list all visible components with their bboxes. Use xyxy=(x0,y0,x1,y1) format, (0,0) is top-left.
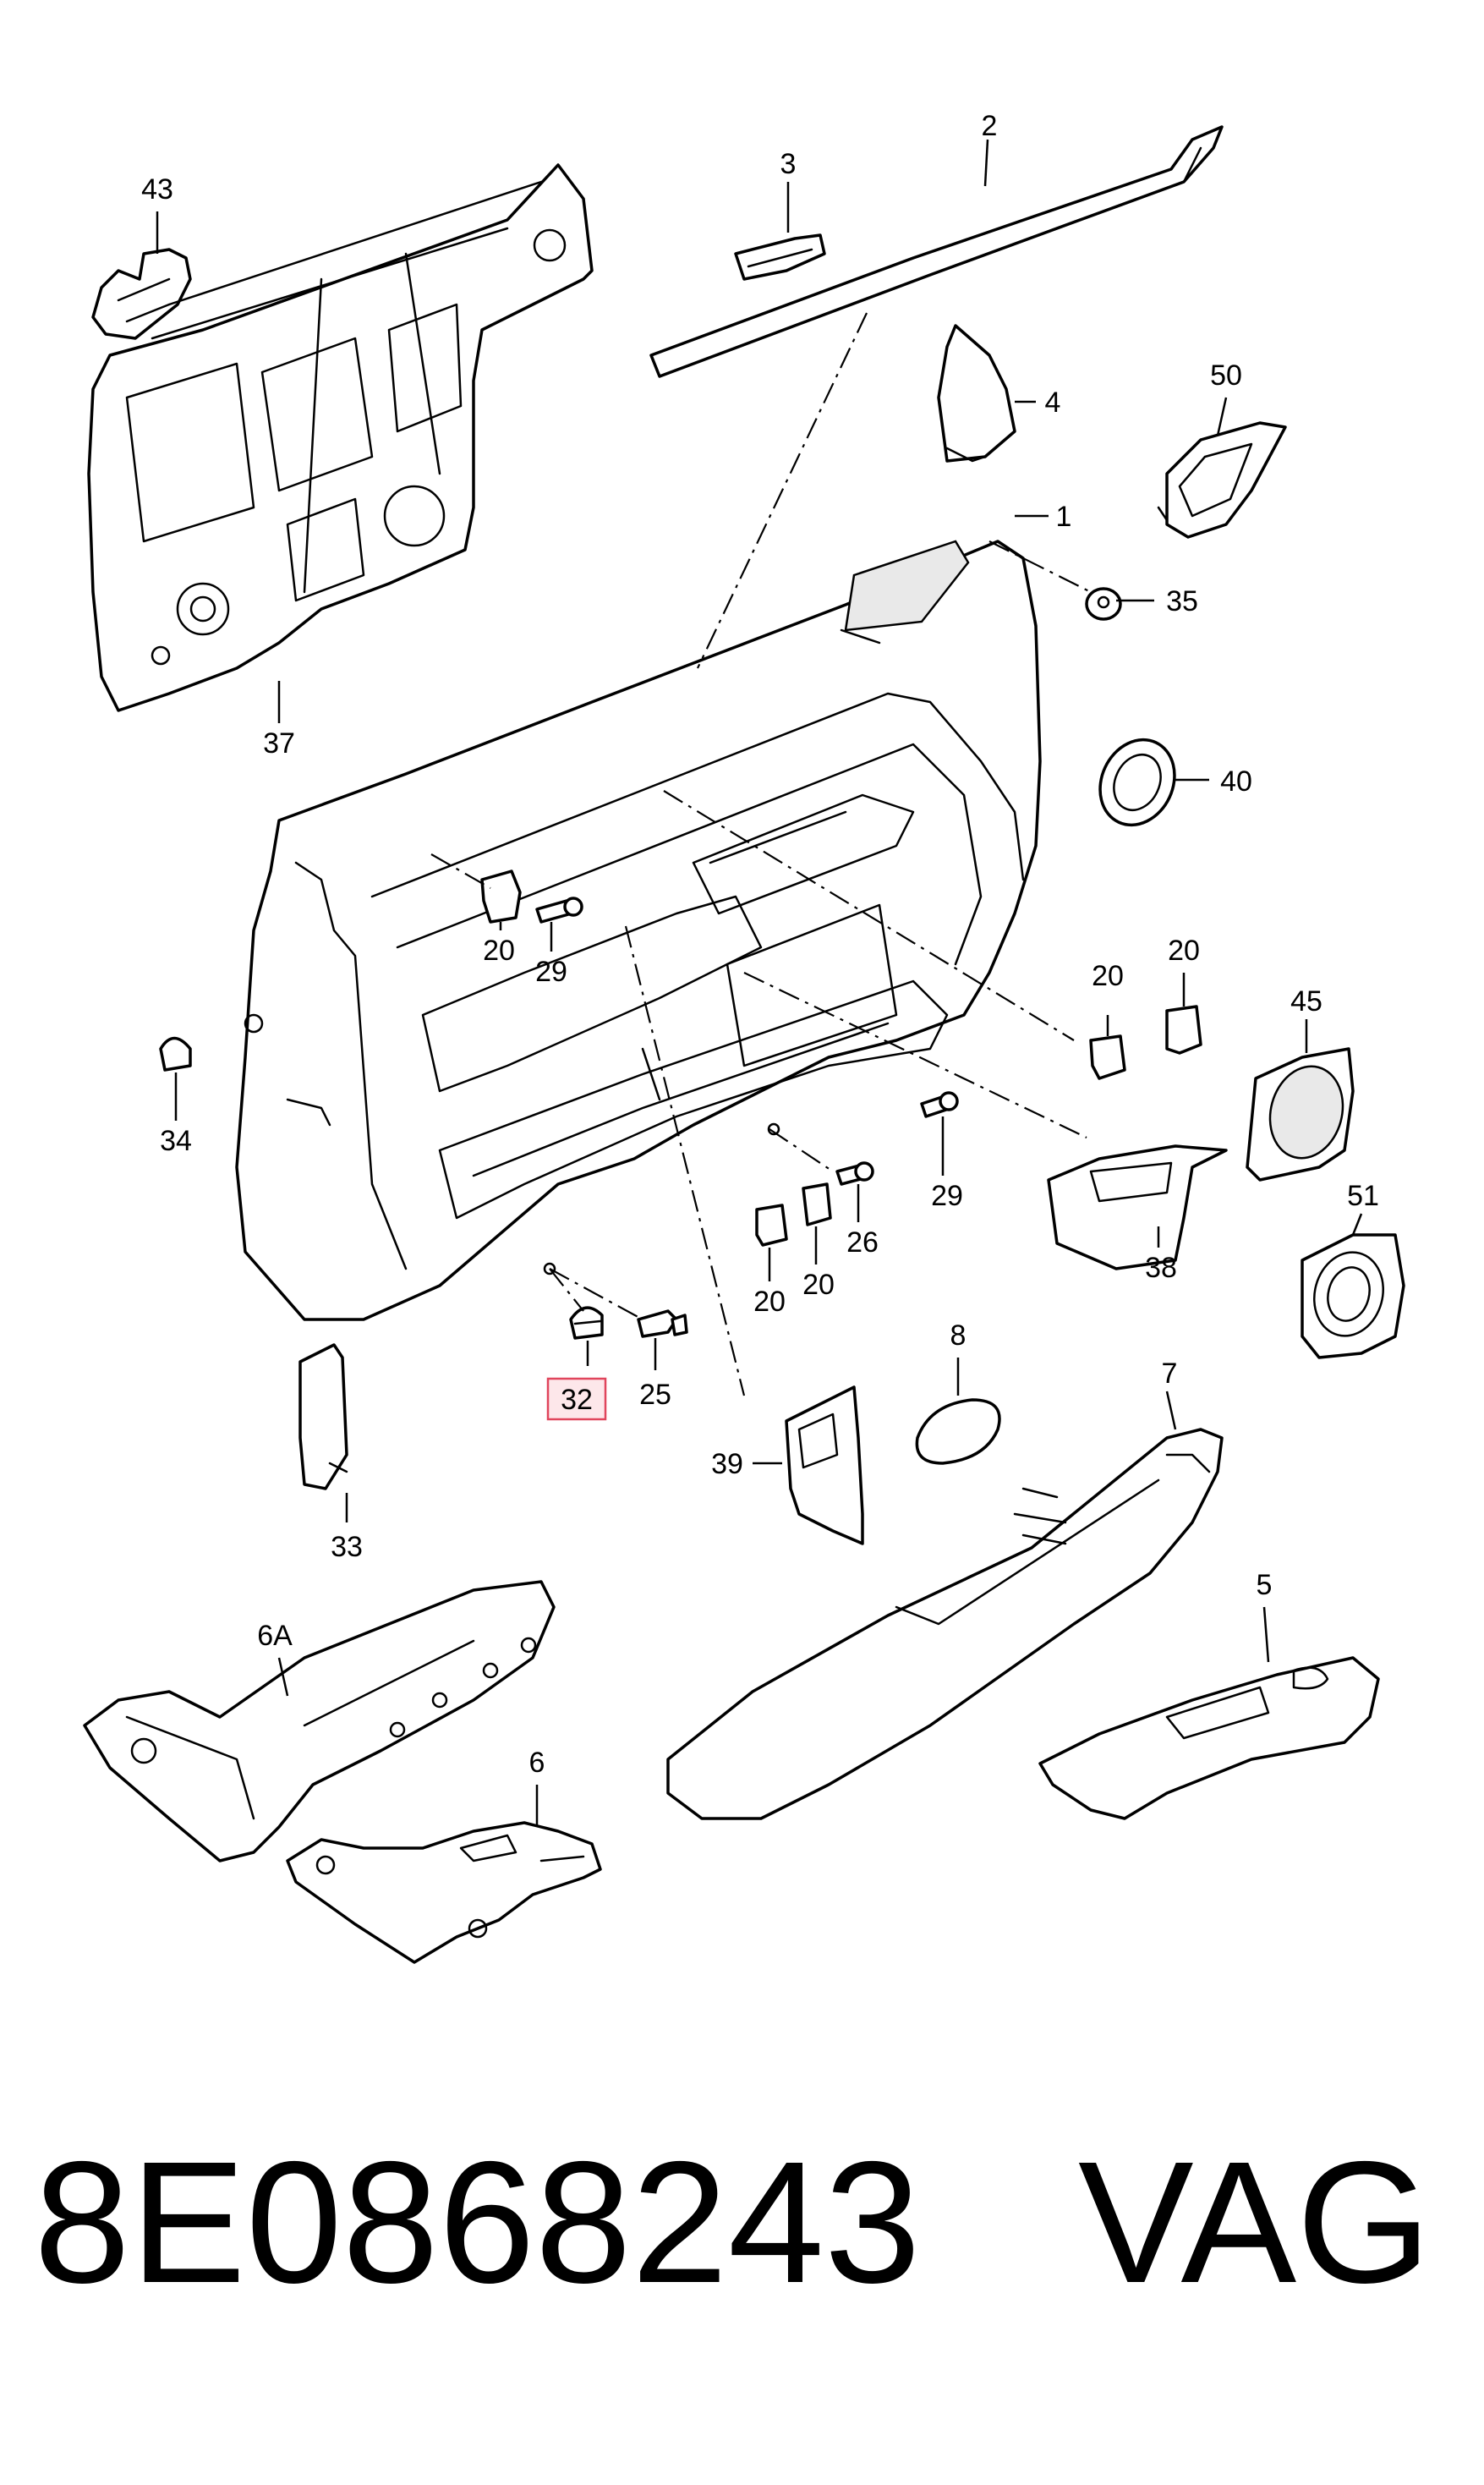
part-8-oval-cover xyxy=(915,1398,1001,1465)
part-number: 8E0868243 xyxy=(34,2126,921,2319)
label-4: 4 xyxy=(1045,387,1061,419)
part-5-switch-panel xyxy=(1038,1656,1380,1820)
part-50-cover xyxy=(1157,421,1287,539)
part-6a-pull-bracket xyxy=(83,1580,556,1862)
label-39: 39 xyxy=(711,1448,743,1480)
label-20-c: 20 xyxy=(1168,935,1200,967)
label-50: 50 xyxy=(1210,359,1242,392)
part-32-clip xyxy=(569,1306,604,1340)
label-8: 8 xyxy=(950,1319,967,1352)
part-39-bracket xyxy=(785,1385,864,1545)
part-20-clip-a xyxy=(480,869,522,924)
label-32: 32 xyxy=(561,1384,593,1416)
label-38: 38 xyxy=(1145,1252,1177,1284)
part-1-door-panel xyxy=(235,540,1042,1321)
label-6a: 6A xyxy=(257,1620,293,1652)
label-33: 33 xyxy=(331,1531,363,1563)
part-25-push-clip xyxy=(637,1309,688,1338)
label-45: 45 xyxy=(1290,985,1322,1018)
part-20-clip-d xyxy=(755,1204,788,1247)
part-2-trim-strip xyxy=(649,125,1224,378)
label-25: 25 xyxy=(639,1379,671,1411)
alignment-lines xyxy=(430,312,1092,1396)
part-43-clip xyxy=(91,248,192,340)
label-7: 7 xyxy=(1162,1358,1178,1390)
part-29-screw-a xyxy=(535,897,583,924)
part-29-screw-b xyxy=(920,1091,959,1118)
part-34-plug xyxy=(159,1036,192,1072)
label-3: 3 xyxy=(780,148,797,180)
label-2: 2 xyxy=(982,110,998,142)
part-51-speaker xyxy=(1301,1233,1405,1359)
part-33-handle-insert xyxy=(298,1343,348,1490)
part-7-armrest xyxy=(666,1428,1224,1820)
label-29-b: 29 xyxy=(931,1180,963,1212)
label-40: 40 xyxy=(1220,765,1252,798)
brand-name: VAG xyxy=(1078,2126,1432,2319)
label-20-b: 20 xyxy=(1092,960,1124,992)
part-20-clip-e xyxy=(802,1182,832,1226)
label-5: 5 xyxy=(1257,1569,1273,1601)
label-20-d: 20 xyxy=(753,1286,786,1318)
label-35: 35 xyxy=(1166,585,1198,617)
label-6: 6 xyxy=(529,1747,545,1779)
callout-labels: 43 3 2 4 50 1 35 37 40 20 29 20 20 45 34… xyxy=(141,110,1379,1779)
part-35-clip xyxy=(1085,587,1122,621)
label-29-a: 29 xyxy=(535,956,567,988)
label-51: 51 xyxy=(1347,1180,1379,1212)
part-40-grommet xyxy=(1098,738,1176,827)
part-20-clip-c xyxy=(1165,1005,1202,1055)
part-20-clip-b xyxy=(1089,1034,1126,1080)
part-3-clip xyxy=(734,233,826,281)
label-20-e: 20 xyxy=(802,1269,835,1301)
label-34: 34 xyxy=(160,1125,192,1157)
part-45-speaker-grille xyxy=(1246,1047,1355,1182)
label-26: 26 xyxy=(846,1226,879,1259)
part-26-screw xyxy=(835,1161,874,1186)
part-6-lower-bracket xyxy=(286,1821,602,1964)
label-1: 1 xyxy=(1056,501,1072,533)
label-43: 43 xyxy=(141,173,173,206)
part-37-membrane xyxy=(87,163,594,712)
part-38-switch-housing xyxy=(1047,1144,1228,1270)
part-4-mirror-trim xyxy=(937,324,1016,463)
label-20-a: 20 xyxy=(483,935,515,967)
leader-lines xyxy=(156,139,1363,1827)
highlight-box-32 xyxy=(546,1377,607,1421)
label-37: 37 xyxy=(263,727,295,760)
